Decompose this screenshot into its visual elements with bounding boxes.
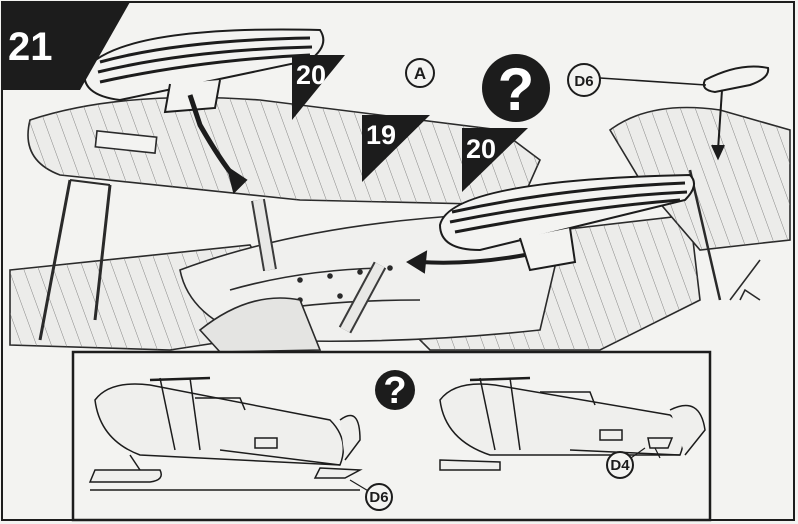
part-20-right-label: 20	[466, 134, 496, 164]
inset-panel: ? D6 D4	[71, 350, 712, 522]
option-a-badge: A	[405, 58, 435, 88]
d6-inset-label: D6	[369, 489, 388, 506]
d6-top-label: D6	[574, 73, 593, 90]
inset-biplane-left	[88, 376, 371, 493]
part-flag-20-right: 20	[462, 128, 528, 192]
ski-part-20-left	[83, 28, 325, 194]
step-badge: 21	[2, 2, 130, 90]
question-badge-main: ?	[482, 54, 550, 123]
biplane-main-drawing	[9, 96, 791, 353]
part-flag-19: 19	[362, 115, 430, 182]
option-a-label: A	[414, 64, 426, 83]
ski-part-20-right	[406, 173, 695, 274]
part-flag-20-left: 20	[292, 55, 345, 120]
part-d6-top	[599, 65, 770, 161]
inset-biplane-right	[439, 376, 706, 471]
part-20-left-label: 20	[296, 60, 326, 90]
question-inset-mark: ?	[383, 370, 406, 412]
step-number: 21	[8, 25, 53, 69]
callout-d6-top: D6	[567, 63, 601, 97]
question-main-mark: ?	[498, 56, 535, 123]
question-badge-inset: ?	[375, 370, 415, 412]
callout-d6-inset: D6	[365, 483, 393, 511]
callout-d4-inset: D4	[606, 447, 646, 479]
part-19-label: 19	[366, 120, 396, 150]
d4-inset-label: D4	[610, 457, 630, 474]
